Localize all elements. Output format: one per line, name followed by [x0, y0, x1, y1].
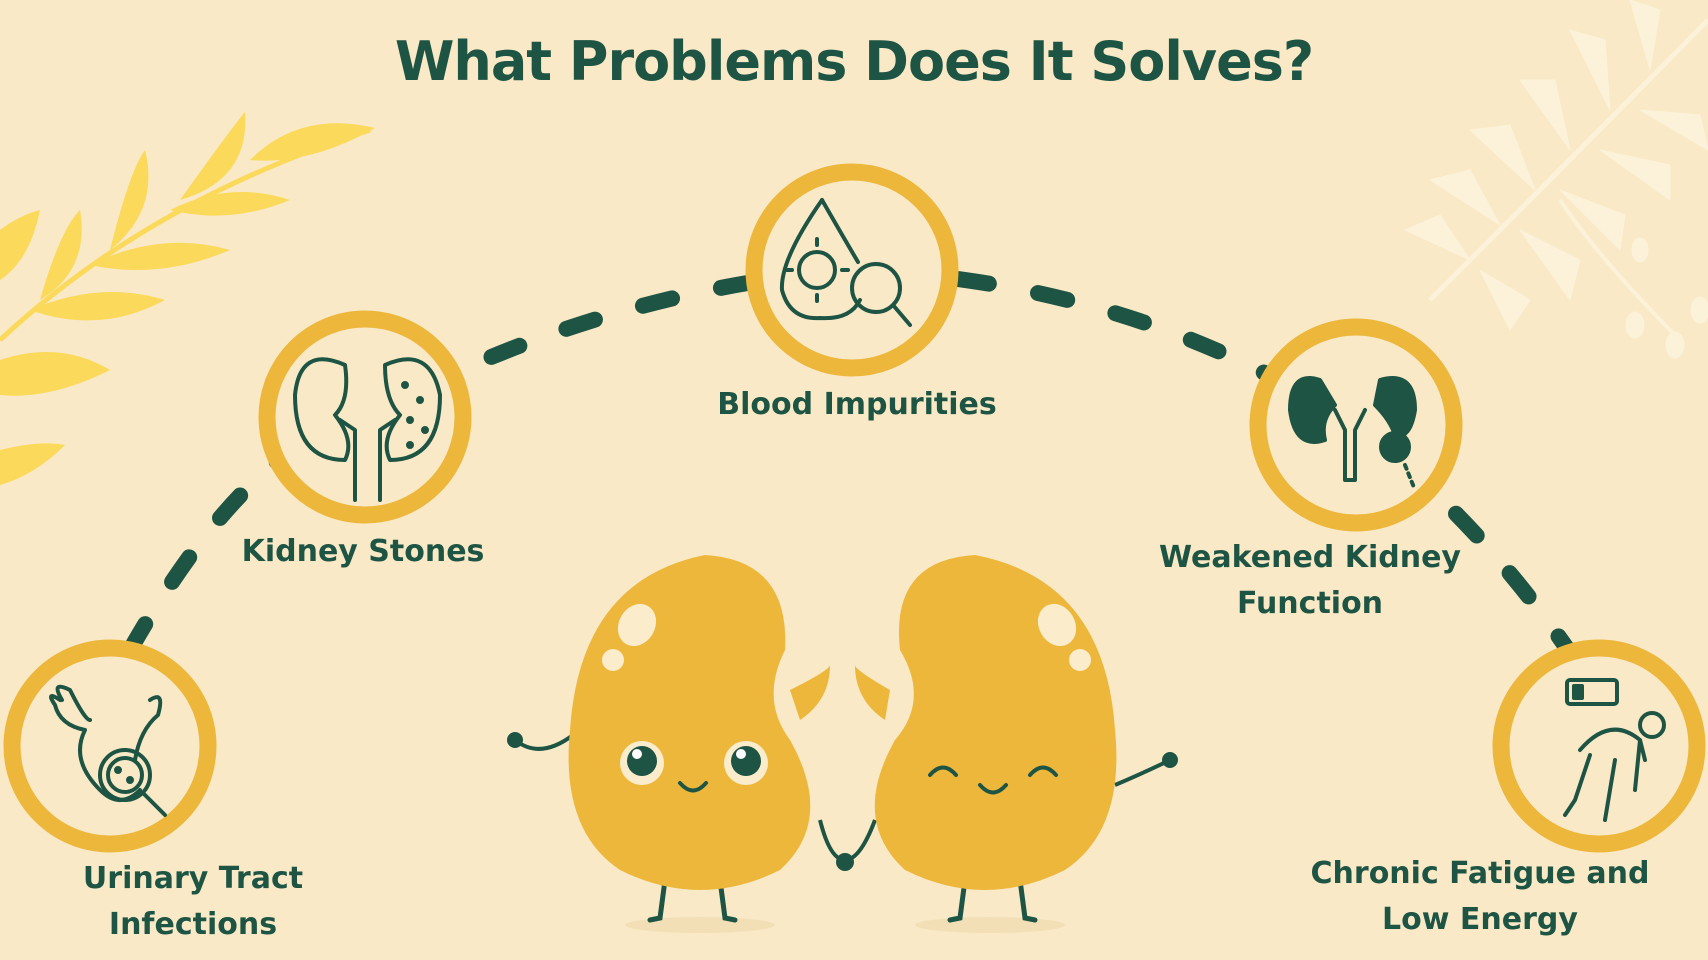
- problem-label-chronic-fatigue: Chronic Fatigue and Low Energy: [1311, 851, 1650, 943]
- problem-label-blood-impurities: Blood Impurities: [717, 387, 997, 422]
- label-line: Chronic Fatigue and: [1310, 856, 1650, 891]
- kidney-mascots-illustration: [507, 555, 1178, 933]
- blood-drop-virus-magnifier-icon: [779, 198, 912, 327]
- problem-circle: [3, 639, 217, 853]
- label-line: Urinary Tract: [82, 861, 304, 896]
- problem-label-urinary-tract-infections: Urinary Tract Infections: [83, 856, 303, 948]
- problem-circle: [1492, 639, 1706, 853]
- kidney-stones-icon: [293, 357, 442, 502]
- urinary-tract-magnifier-icon: [49, 684, 167, 817]
- fern-leaf-decoration: [1403, 0, 1708, 359]
- kidney-warning-icon: [1288, 376, 1417, 492]
- problem-label-weakened-kidney-function: Weakened Kidney Function: [1159, 535, 1461, 627]
- yellow-leaf-decoration: [0, 112, 375, 485]
- page-title: What Problems Does It Solves?: [394, 30, 1314, 93]
- label-line: Low Energy: [1382, 902, 1578, 937]
- low-battery-tired-person-icon: [1563, 678, 1666, 822]
- problem-circle: [745, 163, 959, 377]
- label-line: Weakened Kidney: [1159, 540, 1461, 575]
- problem-label-kidney-stones: Kidney Stones: [241, 534, 485, 569]
- problem-circle: [258, 310, 472, 524]
- label-line: Function: [1236, 586, 1384, 621]
- label-line: Infections: [108, 907, 278, 942]
